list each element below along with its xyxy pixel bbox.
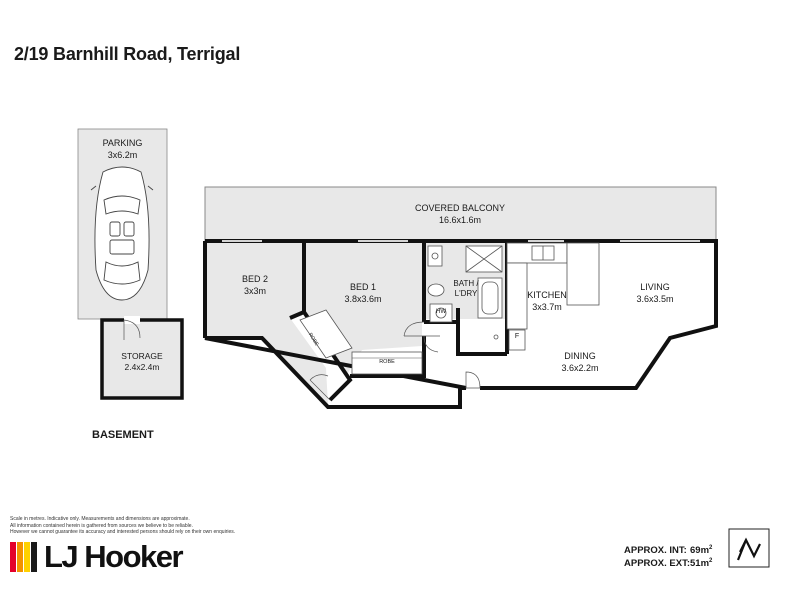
brand-stripes-icon <box>10 542 38 572</box>
bed1-name: BED 1 <box>349 282 376 292</box>
storage-label: STORAGE 2.4x2.4m <box>102 351 182 373</box>
bath-label: BATH / L'DRY <box>446 279 486 299</box>
kitchen-label: KITCHEN 3x3.7m <box>522 289 572 313</box>
covered-balcony <box>204 186 717 242</box>
kitchen-name: KITCHEN <box>527 290 567 300</box>
living-name: LIVING <box>640 282 670 292</box>
disclaimer-line: Scale in metres. Indicative only. Measur… <box>10 516 190 522</box>
parking-label: PARKING 3x6.2m <box>78 137 167 161</box>
bath-name2: L'DRY <box>454 289 478 298</box>
living-size: 3.6x3.5m <box>636 294 674 304</box>
ext-area-label: APPROX. EXT: <box>624 558 690 569</box>
balcony-size: 16.6x1.6m <box>438 215 482 225</box>
int-area-label: APPROX. INT: <box>624 545 687 556</box>
balcony-label: COVERED BALCONY 16.6x1.6m <box>360 202 560 226</box>
storage-size: 2.4x2.4m <box>124 362 160 372</box>
parking-name: PARKING <box>102 138 143 148</box>
kitchen-size: 3x3.7m <box>532 302 562 312</box>
robe-label-bed1: ROBE <box>379 359 395 365</box>
bed2-room <box>207 243 328 405</box>
bath-name: BATH / <box>453 279 479 288</box>
basement-label: BASEMENT <box>92 429 154 441</box>
balcony-name: COVERED BALCONY <box>414 203 506 213</box>
hot-water-label: HW <box>436 309 446 315</box>
page-title: 2/19 Barnhill Road, Terrigal <box>14 44 241 64</box>
storage-name: STORAGE <box>121 351 163 361</box>
living-label: LIVING 3.6x3.5m <box>620 281 690 305</box>
area-summary: APPROX. INT: 69m2 APPROX. EXT: 51m2 <box>624 544 712 570</box>
fridge-label: F <box>514 333 520 340</box>
brand-name: LJ Hooker <box>44 539 184 574</box>
brand-logo: LJ Hooker <box>10 539 184 574</box>
dining-size: 3.6x2.2m <box>561 363 599 373</box>
ext-area-value: 51m2 <box>690 557 713 570</box>
storage-room <box>100 318 184 400</box>
bed2-size: 3x3m <box>243 286 266 296</box>
dining-name: DINING <box>564 351 596 361</box>
parking-size: 3x6.2m <box>107 150 138 160</box>
dining-label: DINING 3.6x2.2m <box>545 350 615 374</box>
bed1-size: 3.8x3.6m <box>344 294 382 304</box>
north-arrow-icon <box>728 528 770 568</box>
disclaimer-line: All information contained herein is gath… <box>10 522 193 529</box>
bed2-name: BED 2 <box>241 274 268 284</box>
disclaimer: Scale in metres. Indicative only. Measur… <box>10 516 340 536</box>
bed2-label: BED 2 3x3m <box>215 273 295 297</box>
car-icon <box>90 166 154 301</box>
int-area-value: 69m2 <box>690 544 713 557</box>
disclaimer-line: However we cannot guarantee its accuracy… <box>10 529 236 535</box>
bed1-label: BED 1 3.8x3.6m <box>323 281 403 305</box>
